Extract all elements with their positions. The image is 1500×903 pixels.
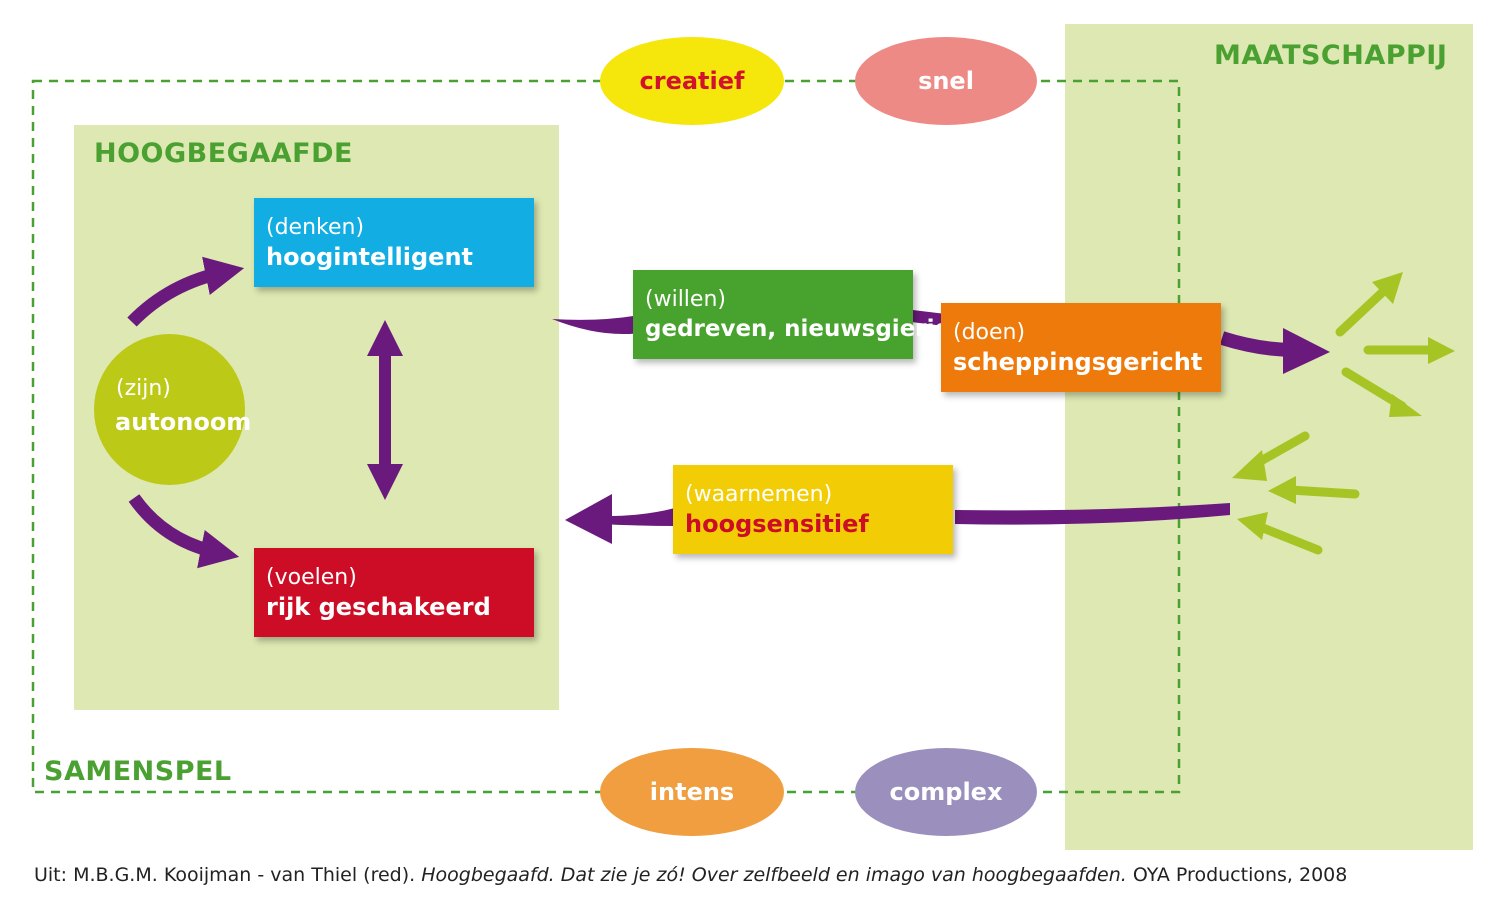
source-caption: Uit: M.B.G.M. Kooijman - van Thiel (red)… bbox=[34, 864, 1347, 886]
arrow-bottom-head bbox=[565, 494, 612, 544]
circle-autonoom: (zijn) autonoom bbox=[94, 334, 251, 485]
box-voelen: (voelen) rijk geschakeerd bbox=[254, 548, 534, 637]
box-voelen-main: rijk geschakeerd bbox=[266, 593, 491, 621]
autonoom-sub: (zijn) bbox=[116, 376, 171, 401]
box-waarnemen: (waarnemen) hoogsensitief bbox=[673, 465, 953, 554]
box-waarnemen-main: hoogsensitief bbox=[685, 510, 869, 538]
box-willen-main: gedreven, nieuwsgierig bbox=[645, 316, 951, 342]
maatschappij-panel bbox=[1065, 24, 1473, 850]
oval-complex-label: complex bbox=[889, 778, 1003, 806]
arrow-autonoom-to-denken bbox=[127, 256, 245, 327]
arrow-top-tail bbox=[552, 315, 640, 335]
arrow-willen-to-doen bbox=[911, 310, 946, 326]
samenspel-heading: SAMENSPEL bbox=[44, 756, 232, 787]
oval-creatief: creatief bbox=[600, 37, 784, 125]
arrow-autonoom-to-voelen bbox=[128, 494, 240, 569]
arrow-waarnemen-tail bbox=[600, 508, 675, 526]
green-outgoing-arrows bbox=[1335, 282, 1435, 411]
box-waarnemen-sub: (waarnemen) bbox=[685, 482, 833, 507]
maatschappij-heading: MAATSCHAPPIJ bbox=[1214, 40, 1448, 71]
oval-complex: complex bbox=[855, 748, 1037, 836]
box-voelen-sub: (voelen) bbox=[266, 565, 357, 590]
oval-intens: intens bbox=[600, 748, 784, 836]
caption-prefix: Uit: M.B.G.M. Kooijman - van Thiel (red)… bbox=[34, 864, 422, 886]
hoogbegaafde-heading: HOOGBEGAAFDE bbox=[94, 138, 353, 169]
green-incoming-arrows bbox=[1247, 431, 1360, 555]
box-doen: (doen) scheppingsgericht bbox=[941, 303, 1221, 392]
oval-snel-label: snel bbox=[918, 67, 974, 95]
oval-snel: snel bbox=[855, 37, 1037, 125]
box-denken-main: hoogintelligent bbox=[266, 243, 473, 271]
box-denken: (denken) hoogintelligent bbox=[254, 198, 534, 287]
box-willen: (willen) gedreven, nieuwsgierig bbox=[633, 270, 951, 359]
arrow-top-head bbox=[1283, 328, 1330, 374]
autonoom-main: autonoom bbox=[115, 408, 252, 436]
box-willen-sub: (willen) bbox=[645, 287, 726, 312]
arrow-bottom-body bbox=[955, 503, 1230, 525]
box-denken-sub: (denken) bbox=[266, 215, 365, 240]
box-doen-main: scheppingsgericht bbox=[953, 348, 1203, 376]
box-doen-sub: (doen) bbox=[953, 320, 1026, 345]
caption-suffix: OYA Productions, 2008 bbox=[1126, 864, 1348, 886]
oval-intens-label: intens bbox=[649, 778, 735, 806]
oval-creatief-label: creatief bbox=[639, 67, 745, 95]
caption-title: Hoogbegaafd. Dat zie je zó! Over zelfbee… bbox=[421, 864, 1127, 886]
